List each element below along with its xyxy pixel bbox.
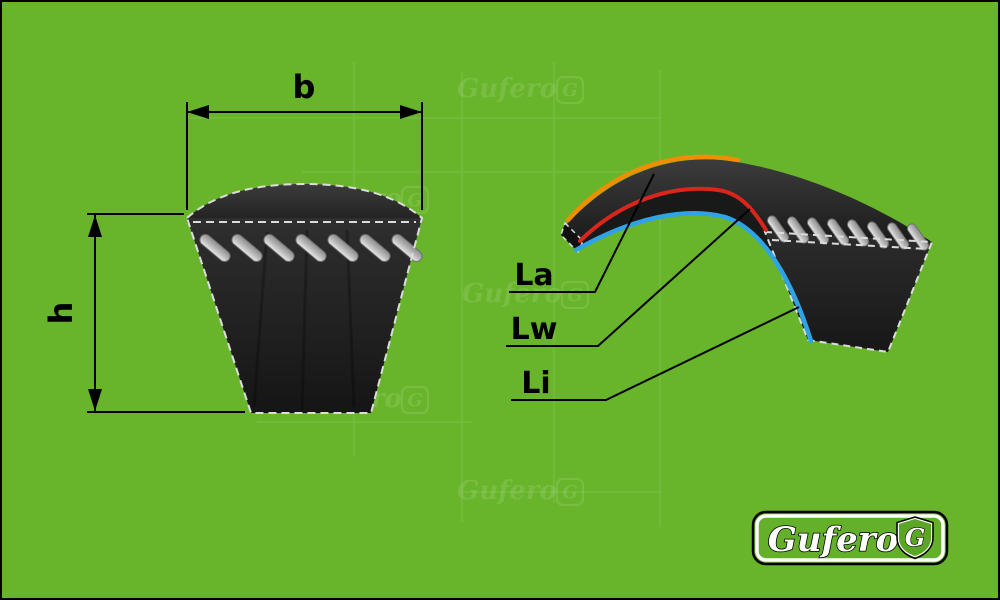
cord-pins-left	[199, 233, 423, 263]
inner-length-label: Li	[521, 366, 550, 401]
cut-face-dashed-topline	[771, 239, 927, 250]
cut-face-dashed-outline	[763, 230, 934, 354]
la-leader-line	[509, 173, 655, 293]
watermark-logo: Gufero G	[457, 74, 584, 104]
watermark-brand-text: Gufero	[457, 74, 557, 104]
cord-pin	[231, 233, 263, 263]
watermark-logo: Gufero G	[457, 476, 584, 506]
li-leader-line	[511, 306, 800, 401]
belt-left-end	[561, 223, 583, 252]
height-label: h	[42, 302, 80, 325]
width-label: b	[293, 68, 316, 106]
watermark-brand-text: Gufero	[457, 476, 557, 506]
dimension-b	[186, 102, 423, 210]
lw-leader-line	[506, 208, 751, 347]
belt-dashed-outline	[185, 182, 424, 414]
h-arrowhead-top	[88, 215, 102, 237]
logo-monogram: G	[905, 523, 926, 552]
watermark-shield	[556, 478, 584, 506]
belt-3d-figure	[560, 154, 934, 354]
cord-pin	[846, 219, 870, 247]
gufero-logo-badge: Gufero G	[751, 510, 949, 566]
la-line	[565, 154, 741, 223]
watermark-logo: Gufero G	[462, 279, 589, 309]
left-end-dashed-outline	[560, 221, 584, 254]
watermark-monogram: G	[407, 190, 422, 211]
logo-brand-text: Gufero	[768, 520, 899, 560]
lw-line	[578, 186, 768, 243]
belt-front-face	[187, 218, 422, 413]
logo-shield-shape	[897, 517, 933, 558]
length-leaders	[506, 173, 800, 401]
watermark-shield	[561, 281, 589, 309]
logo-shield: G	[896, 516, 934, 560]
belt-top-surface	[567, 159, 932, 243]
b-arrowhead-left	[187, 105, 209, 119]
watermark-shield	[556, 76, 584, 104]
cord-pin	[327, 233, 359, 263]
cord-pin	[263, 233, 295, 263]
cord-pin	[391, 233, 423, 263]
outer-length-label: La	[514, 258, 553, 293]
watermark-monogram: G	[407, 390, 422, 411]
b-arrowhead-right	[400, 105, 422, 119]
dimension-h	[87, 213, 245, 413]
belt-top-face	[187, 184, 422, 223]
watermark-brand-text: Gufero	[462, 279, 562, 309]
cord-pin	[906, 223, 930, 251]
watermark-shield	[401, 386, 429, 414]
h-arrowhead-bottom	[88, 389, 102, 411]
cord-pin	[199, 233, 231, 263]
logo-badge-inner-border	[755, 514, 945, 562]
pitch-length-label: Lw	[511, 312, 558, 347]
belt-side-band	[577, 189, 808, 340]
cord-pin	[786, 216, 810, 244]
watermark-monogram: G	[562, 80, 577, 101]
logo-shield-outline	[896, 516, 934, 560]
watermark-monogram: G	[562, 482, 577, 503]
belt-cross-section-figure	[185, 182, 424, 414]
cord-pin	[295, 233, 327, 263]
watermark-monogram: G	[567, 285, 582, 306]
cord-pin	[359, 233, 391, 263]
